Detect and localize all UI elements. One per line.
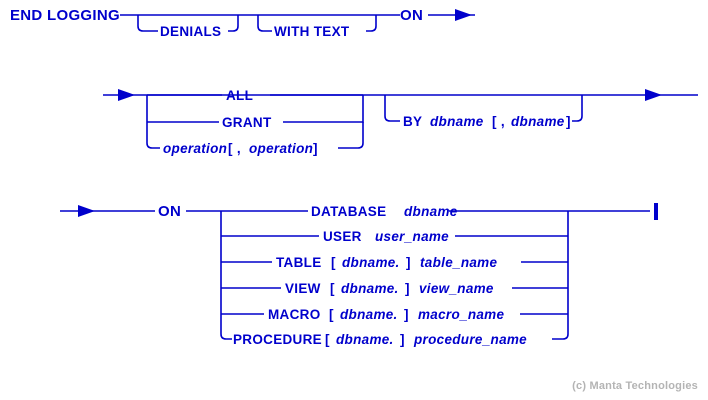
row3-end-terminator-bar [654,203,658,220]
row2-start-arrow-icon [118,89,135,101]
row3-start-arrow-icon [78,205,95,217]
row2-by-wire-right [572,95,583,122]
row1-end-arrow-icon [455,9,472,21]
row-1-group: END LOGGING DENIALS WITH TEXT ON [10,7,475,39]
row2-operation-wire-right [338,122,364,149]
label-database-keyword: DATABASE [311,204,386,219]
label-by-dbname-2: dbname [511,114,565,129]
label-operation-1: operation [163,141,227,156]
row1-denials-wire-left [137,15,158,32]
label-procedure-keyword: PROCEDURE [233,332,322,347]
label-database-dbname: dbname [404,204,458,219]
label-procedure-procedurename: procedure_name [413,332,527,347]
label-table-opt-close: ] [406,255,411,270]
label-table-opt-open: [ [331,255,336,270]
label-procedure-opt-close: ] [400,332,405,347]
row2-end-arrow-icon [645,89,662,101]
row1-withtext-wire-left [257,15,272,32]
label-view-opt-dbname: dbname. [341,281,399,296]
label-macro-keyword: MACRO [268,307,321,322]
row-3-group: ON DATABASE dbname USER user_name TABLE … [60,203,658,347]
label-view-viewname: view_name [419,281,494,296]
label-operation-2: operation [249,141,313,156]
label-user-keyword: USER [323,229,362,244]
label-on-1: ON [400,7,423,24]
label-by: BY [403,114,422,129]
label-table-opt-dbname: dbname. [342,255,400,270]
label-macro-opt-close: ] [404,307,409,322]
label-by-dbname-1: dbname [430,114,484,129]
label-operation-opt-close: ] [313,141,318,156]
label-procedure-opt-dbname: dbname. [336,332,394,347]
label-macro-macroname: macro_name [418,307,504,322]
label-denials: DENIALS [160,24,221,39]
label-grant: GRANT [222,115,272,130]
label-end-logging: END LOGGING [10,7,120,24]
label-on-2: ON [158,203,181,220]
row2-left-rail [146,95,160,149]
row2-grant-wire-right [283,95,364,123]
row1-denials-wire-right [228,15,239,32]
label-with-text: WITH TEXT [274,24,350,39]
row3-right-rail [552,211,569,340]
label-by-opt-close: ] [566,114,571,129]
label-view-opt-open: [ [330,281,335,296]
copyright-credit: (c) Manta Technologies [572,380,698,392]
label-by-opt-open: [ , [492,114,505,129]
row-2-group: ALL GRANT operation [ , operation ] BY d… [103,88,698,156]
label-table-tablename: table_name [420,255,497,270]
row2-by-wire-left [384,95,400,122]
label-macro-opt-open: [ [329,307,334,322]
row1-withtext-wire-right [366,15,377,32]
label-operation-opt-open: [ , [228,141,241,156]
label-view-opt-close: ] [405,281,410,296]
label-procedure-opt-open: [ [325,332,330,347]
label-table-keyword: TABLE [276,255,322,270]
label-macro-opt-dbname: dbname. [340,307,398,322]
label-all: ALL [226,88,253,103]
row3-left-rail [220,211,232,340]
label-view-keyword: VIEW [285,281,321,296]
label-user-username: user_name [375,229,449,244]
